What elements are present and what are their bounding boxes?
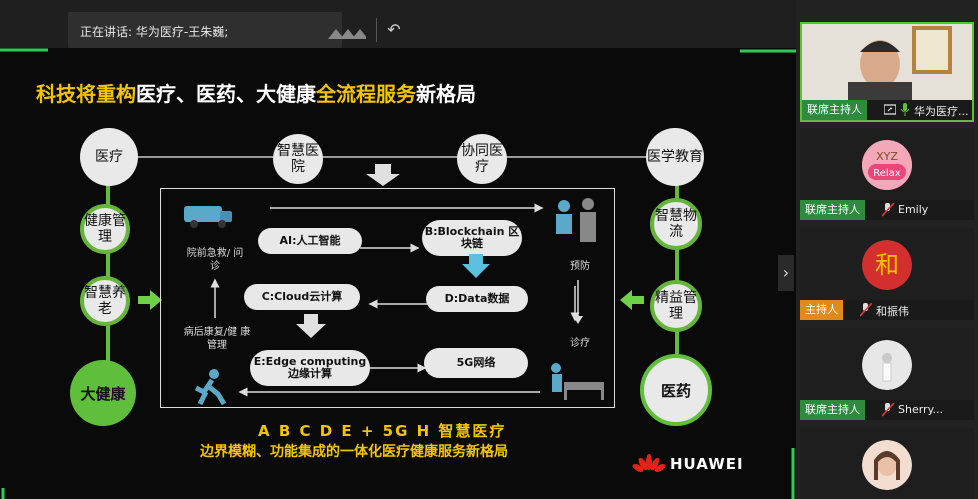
participant-video [802,24,972,102]
label-prehospital: 院前急救/ 问诊 [186,248,244,272]
participant-namebar: 联席主持人 华为医疗... [802,100,972,120]
role-badge: 联席主持人 [802,100,867,120]
label-treatment: 诊疗 [570,338,590,349]
speaking-label: 正在讲话: 华为医疗-王朱巍; [80,25,229,39]
corner-decoration [1,488,5,499]
node-big-health: 大健康 [70,360,136,426]
huawei-wordmark: HUAWEI [670,455,744,473]
participant-name: Sherry... [898,403,944,416]
participant-tile[interactable]: 联席主持人 Sherry... [800,328,974,420]
node-medical: 医疗 [80,128,138,186]
node-lean-management: 精益管理 [650,280,702,332]
avatar: XYZ Relax [862,140,912,190]
next-page-button[interactable]: › [778,255,794,291]
down-arrow-icon [462,254,490,278]
down-arrow-icon [573,280,583,324]
slide-subtitle-line1: A B C D E + 5G H 智慧医疗 [258,422,507,440]
svg-text:XYZ: XYZ [876,150,898,163]
shared-slide: 科技将重构医疗、医药、大健康全流程服务新格局 医疗 智慧医院 协同医疗 医学教育… [0,48,796,499]
node-medical-education: 医学教育 [646,128,704,186]
slide-title: 科技将重构医疗、医药、大健康全流程服务新格局 [36,82,476,106]
node-smart-logistics: 智慧物流 [650,198,702,250]
cloud-edge-computing: E:Edge computing 边缘计算 [250,350,370,386]
signal-icon [326,27,368,44]
avatar: 和 [862,240,912,290]
participant-name: Emily [898,203,929,216]
flow-arrows [210,203,580,397]
ambulance-icon [184,206,232,228]
cloud-cloud-computing: C:Cloud云计算 [244,284,360,310]
left-arrow-icon [620,290,644,310]
cloud-data: D:Data数据 [426,286,528,312]
slide-subtitle-line2: 边界模糊、功能集成的一体化医疗健康服务新格局 [200,444,508,460]
node-smart-hospital: 智慧医院 [273,134,323,184]
huawei-flower-icon [632,454,666,472]
participant-name: 华为医疗... [914,105,969,118]
corner-decoration [0,48,48,52]
top-connector-line [120,156,660,158]
role-badge: 联席主持人 [800,200,865,220]
label-prevention: 预防 [570,261,590,272]
avatar [862,440,912,490]
corner-decoration [740,49,796,53]
collapse-arrow-icon[interactable]: ↶ [387,20,401,39]
participant-namebar: 主持人 和振伟 [800,300,974,320]
participant-tile[interactable] [800,428,974,499]
svg-text:Relax: Relax [873,168,901,179]
corner-decoration [791,448,795,499]
cloud-blockchain: B:Blockchain 区块链 [422,220,522,256]
cloud-ai: AI:人工智能 [258,228,362,254]
participant-tile[interactable]: XYZ Relax 联席主持人 Emily [800,128,974,220]
down-arrow-icon [296,314,326,338]
cloud-5g: 5G网络 [424,348,528,378]
mic-muted-icon [860,303,872,317]
mic-muted-icon [882,403,894,417]
running-person-icon [194,369,227,406]
node-smart-elderly-care: 智慧养老 [80,276,130,326]
central-frame [160,188,615,408]
node-pharma: 医药 [640,354,712,426]
role-badge: 联席主持人 [800,400,865,420]
participant-tile[interactable]: 联席主持人 华为医疗... [800,22,974,122]
right-arrow-icon [138,290,162,310]
huawei-logo [632,454,666,480]
doctor-patient-icon [556,198,596,242]
speaking-indicator-bar: 正在讲话: 华为医疗-王朱巍; ↶ [68,12,401,48]
node-health-management: 健康管理 [80,204,130,254]
screen-share-icon [884,104,896,115]
participant-namebar: 联席主持人 Emily [800,200,974,220]
avatar [862,340,912,390]
svg-text:和: 和 [875,251,899,279]
participant-namebar: 联席主持人 Sherry... [800,400,974,420]
hospital-bed-icon [551,363,604,400]
divider [376,18,377,42]
node-collaborative-medical: 协同医疗 [457,134,507,184]
down-arrow-icon [366,164,400,186]
participant-tile[interactable]: 和 主持人 和振伟 [800,228,974,320]
participant-name: 和振伟 [876,305,909,318]
role-badge: 主持人 [800,300,843,320]
mic-muted-icon [882,203,894,217]
participants-panel: 联席主持人 华为医疗... XYZ Relax 联席主持人 Emily 和 主持人… [796,0,978,499]
label-rehab: 病后康复/健 康管理 [183,327,251,351]
mic-active-icon [900,103,910,116]
